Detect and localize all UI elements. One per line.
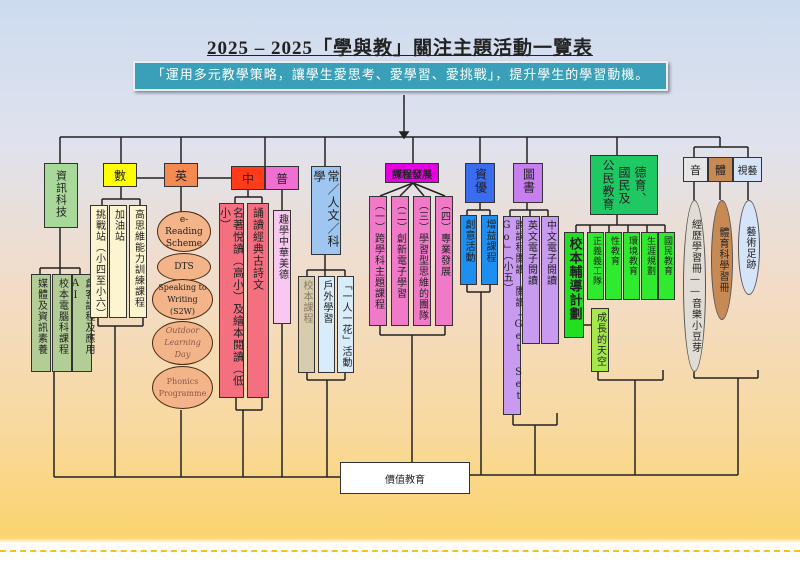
math-label: 數 (113, 168, 126, 183)
pe-node[interactable]: 體 (708, 157, 733, 182)
gifted-item[interactable]: 創意活動 (460, 215, 477, 285)
gs-item[interactable]: 戶外學習 (318, 276, 335, 373)
it-label: 資訊科技 (54, 170, 68, 218)
gifted-item[interactable]: 增益課程 (481, 215, 498, 285)
chinese-item[interactable]: 誦讀經典古詩文 (247, 203, 269, 398)
moral-civic-item[interactable]: 性教育 (605, 232, 622, 300)
chinese-node[interactable]: 中 (231, 166, 265, 190)
library-node[interactable]: 圖書 (513, 163, 543, 203)
general-studies-label: 常／人文／科學 (312, 170, 340, 248)
english-item[interactable]: Speaking to Writing (S2W) (152, 279, 213, 320)
general-studies-node[interactable]: 常／人文／科學 (311, 166, 341, 255)
it-item[interactable]: 校本電腦科課程 (52, 274, 72, 372)
english-label: 英 (174, 168, 187, 183)
math-item[interactable]: 挑戰站（小四至小六） (90, 205, 108, 319)
english-item[interactable]: Outdoor Learning Day (152, 321, 213, 365)
music-node[interactable]: 音 (683, 157, 708, 182)
curriculum-dev-item[interactable]: （四）專業發展 (435, 196, 453, 326)
english-item[interactable]: DTS (157, 253, 211, 281)
bottom-divider (0, 550, 800, 552)
moral-civic-item[interactable]: 環境教育 (623, 232, 640, 300)
moral-civic-item[interactable]: 正義義工隊 (587, 232, 604, 300)
gifted-label: 資優 (473, 168, 488, 194)
moral-civic-item[interactable]: 國民教育 (658, 232, 675, 300)
english-item[interactable]: Phonics Programme (152, 366, 213, 409)
chinese-label: 中 (241, 171, 254, 186)
school-counseling-plan[interactable]: 校本輔導計劃 (564, 232, 584, 338)
chinese-item[interactable]: 名著悅讀（高小）及繪本閱讀（低小） (219, 203, 245, 398)
english-item[interactable]: e-Reading Scheme (157, 211, 211, 252)
putonghua-node[interactable]: 普 (265, 166, 299, 190)
gs-item[interactable]: 「一人一花」活動 (337, 276, 354, 373)
goal-banner: 「運用多元教學策略，讓學生愛思考、愛學習、愛挑戰」，提升學生的學習動機。 (133, 61, 668, 91)
music-item[interactable]: 經歷學習冊——音樂小豆芽 (683, 200, 706, 372)
it-item[interactable]: 媒體及資訊素養 (31, 274, 51, 372)
library-item[interactable]: 中文電子閱讀 (541, 216, 559, 344)
math-item[interactable]: 加油站 (109, 205, 127, 318)
it-item[interactable]: 創客課程及應用AI (70, 274, 94, 372)
it-node[interactable]: 資訊科技 (44, 163, 78, 228)
library-item[interactable]: 英文電子閱讀 (522, 216, 540, 344)
curriculum-dev-node[interactable]: 課程發展 (385, 163, 439, 183)
visual-arts-node[interactable]: 視藝 (733, 157, 762, 182)
curriculum-dev-item[interactable]: （三）學習型思維的團隊 (413, 196, 431, 326)
curriculum-dev-item[interactable]: （一）跨學科主題課程 (369, 196, 387, 326)
visual-arts-item[interactable]: 藝術足跡 (738, 200, 760, 295)
growth-sky-program[interactable]: 成長的天空 (591, 308, 609, 372)
moral-civic-label: 德育、 國民及 公民教育 (601, 159, 647, 211)
moral-civic-node[interactable]: 德育、 國民及 公民教育 (590, 155, 658, 215)
page-title: 2025 – 2025「學與教」關注主題活動一覽表 (206, 38, 593, 59)
values-education-node[interactable]: 價值教育 (340, 462, 470, 494)
library-item[interactable]: 跨課程閱讀：閱讀「Get Set Go」（小五） (501, 216, 524, 415)
curriculum-dev-item[interactable]: （二）創新電子學習 (391, 196, 409, 326)
math-item[interactable]: 高思維能力訓練課程 (129, 205, 147, 318)
putonghua-label: 普 (275, 171, 288, 186)
putonghua-item[interactable]: 趣學中華美德 (273, 210, 291, 324)
math-node[interactable]: 數 (103, 163, 137, 187)
moral-civic-item[interactable]: 生涯規劃 (641, 232, 658, 300)
curriculum-dev-label: 課程發展 (392, 169, 432, 181)
gifted-node[interactable]: 資優 (465, 163, 495, 203)
pe-item[interactable]: 體育科學習冊 (711, 200, 733, 320)
english-node[interactable]: 英 (164, 163, 198, 187)
library-label: 圖書 (521, 168, 536, 194)
gs-item[interactable]: 校本課程 (298, 276, 315, 373)
